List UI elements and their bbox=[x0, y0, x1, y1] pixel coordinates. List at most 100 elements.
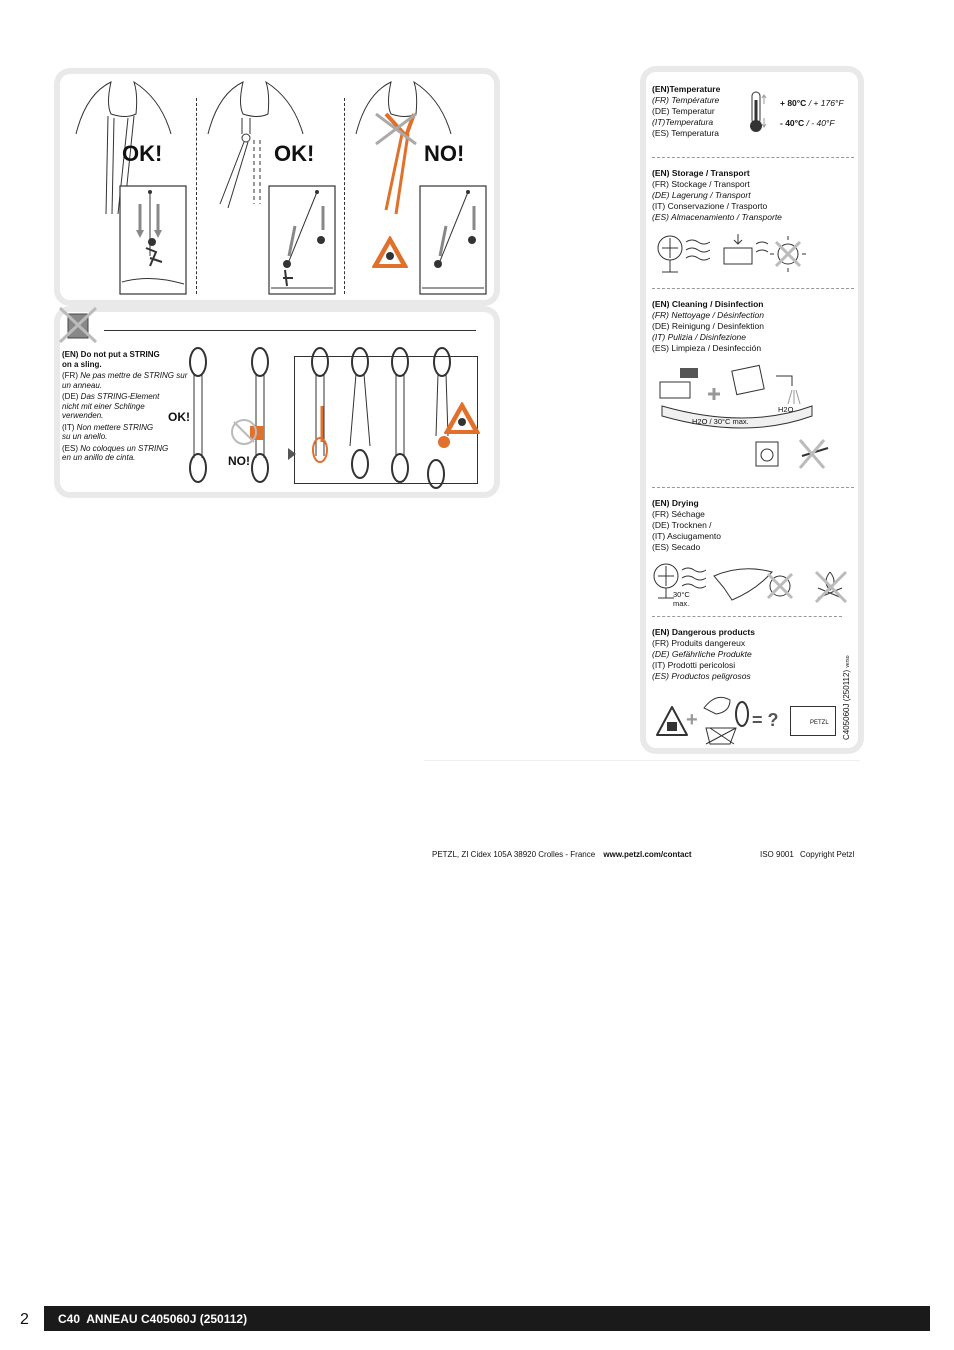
line-text: on a sling. bbox=[62, 359, 102, 369]
string-warning-line: verwenden. bbox=[62, 411, 192, 421]
temp-hot: + 80°C / + 176°F bbox=[780, 98, 844, 109]
doc-code-text: C405060J (250112) bbox=[842, 669, 851, 740]
storage-de: (DE) Lagerung / Transport bbox=[652, 190, 751, 200]
drying-fr: (FR) Séchage bbox=[652, 509, 705, 520]
water-temp-label: H2O / 30°C max. bbox=[692, 417, 749, 426]
temp-cold: - 40°C / - 40°F bbox=[780, 118, 835, 129]
line-text: Ne pas mettre de STRING sur bbox=[80, 371, 188, 380]
failure-sequence-box bbox=[294, 356, 478, 484]
doc-verso-text: verso bbox=[845, 655, 851, 668]
panel-bottom-shade bbox=[424, 760, 860, 761]
line-text: un anneau. bbox=[62, 380, 103, 390]
danger-fr: (FR) Produits dangereux bbox=[652, 638, 746, 648]
ok-label-2: OK! bbox=[274, 141, 315, 166]
line-text: nicht mit einer Schlinge bbox=[62, 401, 145, 411]
string-warning-line: un anneau. bbox=[62, 381, 192, 391]
temp-hot-celsius: + 80°C bbox=[780, 98, 807, 108]
language-code: (IT) bbox=[62, 422, 77, 432]
cleaning-icons bbox=[659, 364, 829, 469]
line-text: su un anello. bbox=[62, 432, 108, 441]
chemical-hazard-icon bbox=[656, 706, 688, 736]
language-code: (DE) bbox=[62, 392, 81, 401]
string-warning-line: su un anello. bbox=[62, 432, 192, 442]
storage-es: (ES) Almacenamiento / Transporte bbox=[652, 212, 782, 222]
string-warning-line: (FR) Ne pas mettre de STRING sur bbox=[62, 371, 192, 381]
belay-ok-inset bbox=[268, 185, 336, 295]
line-text: verwenden. bbox=[62, 411, 104, 420]
string-crossed-icon bbox=[58, 306, 98, 344]
temp-en: (EN)Temperature bbox=[652, 84, 721, 94]
wrong-neck-hitch-illustration bbox=[355, 80, 452, 215]
divider-temperature bbox=[652, 157, 854, 158]
footer-address-text: PETZL, ZI Cidex 105A 38920 Crolles - Fra… bbox=[432, 850, 596, 859]
language-code: (FR) bbox=[62, 371, 81, 380]
page-number: 2 bbox=[20, 1311, 29, 1328]
drying-en: (EN) Drying bbox=[652, 498, 699, 508]
girth-hitch-illustration bbox=[207, 80, 304, 209]
sling-around-neck-illustration bbox=[75, 80, 172, 215]
language-code: (EN) bbox=[62, 350, 81, 359]
string-warning-line: (ES) No coloques un STRING bbox=[62, 444, 192, 454]
document-code-vertical: C405060J (250112) verso bbox=[842, 655, 853, 740]
failure-sequence-illustration bbox=[311, 347, 451, 489]
cleaning-en: (EN) Cleaning / Disinfection bbox=[652, 299, 764, 309]
cleaning-it: (IT) Pulizia / Disinfezione bbox=[652, 332, 747, 342]
sequence-pointer-icon bbox=[288, 448, 296, 460]
storage-it: (IT) Conservazione / Trasporto bbox=[652, 201, 768, 211]
string-no-label: NO! bbox=[228, 454, 250, 468]
petzl-box-label: PETZL bbox=[810, 720, 829, 726]
line-text: Non mettere STRING bbox=[76, 422, 154, 432]
drying-it: (IT) Asciugamento bbox=[652, 531, 721, 541]
string-warning-line: (DE) Das STRING-Element bbox=[62, 392, 192, 402]
line-text: en un anillo de cinta. bbox=[62, 453, 136, 462]
line-text: Do not put a STRING bbox=[80, 350, 160, 359]
sling-no-illustration bbox=[231, 347, 269, 483]
string-warning-line: nicht mit einer Schlinge bbox=[62, 402, 192, 412]
divider-cleaning bbox=[652, 487, 854, 488]
failure-warning-icon bbox=[444, 402, 480, 434]
product-code: C405060J (250112) bbox=[141, 1312, 248, 1326]
footer-address: PETZL, ZI Cidex 105A 38920 Crolles - Fra… bbox=[432, 849, 692, 860]
petzl-box bbox=[790, 706, 836, 736]
section-divider-1 bbox=[196, 98, 197, 294]
gear-items-icon bbox=[703, 696, 749, 745]
storage-icons bbox=[657, 234, 806, 273]
footer-iso: ISO 9001 Copyright Petzl bbox=[760, 849, 854, 860]
section-divider-2 bbox=[344, 98, 345, 294]
temp-hot-fahrenheit: / + 176°F bbox=[806, 98, 844, 108]
belay-no-inset bbox=[419, 185, 487, 295]
footer-url[interactable]: www.petzl.com/contact bbox=[603, 850, 692, 859]
temp-es: (ES) Temperatura bbox=[652, 128, 719, 138]
danger-es: (ES) Productos peligrosos bbox=[652, 671, 751, 681]
string-ok-label: OK! bbox=[168, 410, 190, 424]
line-text: Das STRING-Element bbox=[80, 392, 160, 401]
drying-temp: 30°C bbox=[673, 590, 690, 599]
bottom-title-bar bbox=[44, 1306, 930, 1331]
danger-plus: + bbox=[686, 709, 698, 731]
temp-cold-fahrenheit: / - 40°F bbox=[804, 118, 835, 128]
string-warning-line: (IT) Non mettere STRING bbox=[62, 423, 192, 433]
cleaning-de: (DE) Reinigung / Desinfektion bbox=[652, 321, 764, 331]
temp-fr: (FR) Température bbox=[652, 95, 720, 105]
drying-es: (ES) Secado bbox=[652, 542, 701, 552]
danger-equals: = ? bbox=[752, 710, 779, 730]
footer-copyright: Copyright Petzl bbox=[800, 850, 855, 859]
temp-de: (DE) Temperatur bbox=[652, 106, 715, 116]
thermometer-icon bbox=[750, 91, 767, 132]
abseil-ok-inset bbox=[119, 185, 187, 295]
no-label: NO! bbox=[424, 141, 465, 166]
product-name: C40 ANNEAU bbox=[58, 1312, 138, 1326]
danger-warning-icon bbox=[372, 236, 408, 268]
danger-it: (IT) Prodotti pericolosi bbox=[652, 660, 736, 670]
danger-en: (EN) Dangerous products bbox=[652, 627, 755, 637]
string-warning-line: en un anillo de cinta. bbox=[62, 453, 192, 463]
temp-cold-celsius: - 40°C bbox=[780, 118, 805, 128]
line-text: No coloques un STRING bbox=[80, 443, 169, 453]
rinse-h2o-label: H2O bbox=[778, 405, 794, 414]
storage-fr: (FR) Stockage / Transport bbox=[652, 179, 750, 189]
divider-drying bbox=[652, 616, 842, 617]
danger-de: (DE) Gefährliche Produkte bbox=[652, 649, 752, 659]
storage-en: (EN) Storage / Transport bbox=[652, 168, 750, 178]
